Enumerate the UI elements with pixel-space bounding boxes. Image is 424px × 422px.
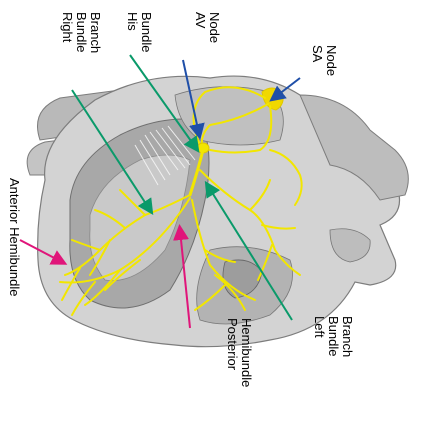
heart-illustration [27, 76, 408, 347]
label-anterior-hemibundle: Anterior Hemibundle [7, 178, 22, 297]
label-right-bundle-branch: Right Bundle Branch [60, 12, 103, 56]
label-sa-node: SA Node [310, 45, 339, 76]
label-his-bundle: His Bundle [125, 12, 154, 52]
label-left-bundle-branch: Left Bundle Branch [312, 316, 355, 360]
label-posterior-hemibundle: Posterior Hemibundle [225, 318, 254, 387]
label-av-node: AV Node [193, 12, 222, 43]
